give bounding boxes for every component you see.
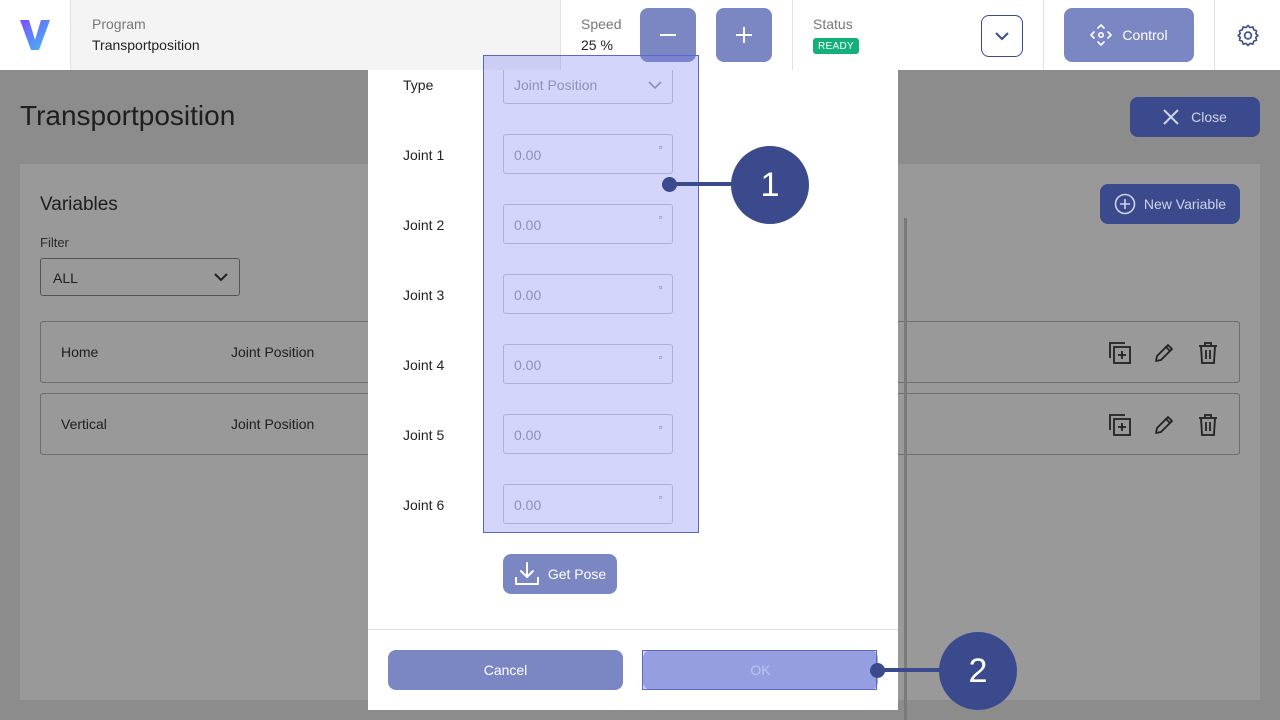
joint-label: Joint 6 <box>403 497 445 513</box>
joint-fields-highlight <box>483 55 699 533</box>
joint-placeholder: 0.00 <box>514 357 542 373</box>
settings-button[interactable] <box>1215 0 1280 70</box>
logo-icon <box>20 20 50 50</box>
row-actions <box>1107 412 1221 438</box>
ok-button[interactable]: OK <box>643 650 878 690</box>
close-icon <box>1163 109 1179 125</box>
edit-icon[interactable] <box>1151 412 1177 438</box>
degree-unit: ° <box>658 283 663 297</box>
callout-1-marker: 1 <box>731 146 809 224</box>
joint-placeholder: 0.00 <box>514 287 542 303</box>
ok-button-highlight <box>642 650 877 690</box>
speed-value: 25 % <box>581 37 613 53</box>
joint-placeholder: 0.00 <box>514 427 542 443</box>
logo <box>0 0 71 70</box>
duplicate-icon[interactable] <box>1107 412 1133 438</box>
variable-name: Vertical <box>61 416 107 432</box>
trash-icon[interactable] <box>1195 412 1221 438</box>
plus-icon <box>736 27 752 43</box>
callout-1-anchor <box>662 177 677 192</box>
status-badge: READY <box>813 38 859 54</box>
degree-unit: ° <box>658 213 663 227</box>
top-bar: Program Transportposition Speed 25 % Sta… <box>0 0 1280 70</box>
variable-type: Joint Position <box>231 416 315 432</box>
filter-label: Filter <box>40 235 69 250</box>
degree-unit: ° <box>658 423 663 437</box>
variable-name: Home <box>61 344 99 360</box>
speed-control: Speed 25 % <box>561 0 793 70</box>
scrollbar[interactable] <box>904 218 907 720</box>
control-label: Control <box>1122 27 1168 43</box>
callout-2-anchor <box>870 663 885 678</box>
joint-3-field[interactable]: 0.00 ° <box>503 274 673 314</box>
new-variable-label: New Variable <box>1143 196 1227 212</box>
get-pose-button[interactable]: Get Pose <box>503 554 617 594</box>
degree-unit: ° <box>658 493 663 507</box>
page-title: Transportposition <box>20 100 236 131</box>
variable-type: Joint Position <box>231 344 315 360</box>
edit-icon[interactable] <box>1151 340 1177 366</box>
status-info: Status READY <box>793 0 1044 70</box>
speed-decrease-button[interactable] <box>640 8 696 62</box>
joint-label: Joint 2 <box>403 217 445 233</box>
degree-unit: ° <box>658 143 663 157</box>
joint-2-field[interactable]: 0.00 ° <box>503 204 673 244</box>
speed-increase-button[interactable] <box>716 8 772 62</box>
close-button[interactable]: Close <box>1130 97 1260 137</box>
move-arrows-icon <box>1090 24 1113 46</box>
plus-circle-icon <box>1114 193 1136 215</box>
chevron-down-icon <box>995 31 1009 40</box>
joint-6-field[interactable]: 0.00 ° <box>503 484 673 524</box>
dialog-footer: Cancel OK <box>368 629 898 710</box>
minus-icon <box>660 34 676 36</box>
joint-1-field[interactable]: 0.00 ° <box>503 134 673 174</box>
program-label: Program <box>92 16 146 32</box>
close-label: Close <box>1191 109 1227 125</box>
new-variable-button[interactable]: New Variable <box>1100 184 1240 224</box>
joint-label: Joint 5 <box>403 427 445 443</box>
control-button[interactable]: Control <box>1064 8 1194 62</box>
joint-5-field[interactable]: 0.00 ° <box>503 414 673 454</box>
joint-label: Joint 1 <box>403 147 445 163</box>
program-info: Program Transportposition <box>71 0 561 70</box>
gear-icon <box>1236 24 1259 47</box>
status-dropdown-button[interactable] <box>981 15 1023 57</box>
program-name: Transportposition <box>92 37 200 53</box>
filter-value: ALL <box>53 270 78 286</box>
type-select[interactable]: Joint Position <box>503 64 673 104</box>
filter-select[interactable]: ALL <box>40 258 240 296</box>
type-label: Type <box>403 77 434 93</box>
variables-title: Variables <box>40 194 118 215</box>
callout-2-marker: 2 <box>939 632 1017 710</box>
chevron-down-icon <box>648 81 662 90</box>
joint-4-field[interactable]: 0.00 ° <box>503 344 673 384</box>
type-value: Joint Position <box>514 77 598 93</box>
control-section: Control <box>1044 0 1215 70</box>
status-label: Status <box>813 16 853 32</box>
degree-unit: ° <box>658 353 663 367</box>
joint-placeholder: 0.00 <box>514 217 542 233</box>
download-icon <box>514 562 539 585</box>
row-actions <box>1107 340 1221 366</box>
get-pose-label: Get Pose <box>547 566 607 582</box>
callout-1-line <box>669 182 749 186</box>
speed-label: Speed <box>581 16 622 32</box>
joint-label: Joint 3 <box>403 287 445 303</box>
variable-editor-dialog: Type Joint Position Joint 1 0.00 ° Joint… <box>368 64 898 710</box>
callout-2-line <box>877 668 957 672</box>
trash-icon[interactable] <box>1195 340 1221 366</box>
joint-label: Joint 4 <box>403 357 445 373</box>
cancel-button[interactable]: Cancel <box>388 650 623 690</box>
joint-placeholder: 0.00 <box>514 497 542 513</box>
joint-placeholder: 0.00 <box>514 147 542 163</box>
duplicate-icon[interactable] <box>1107 340 1133 366</box>
chevron-down-icon <box>214 273 228 282</box>
